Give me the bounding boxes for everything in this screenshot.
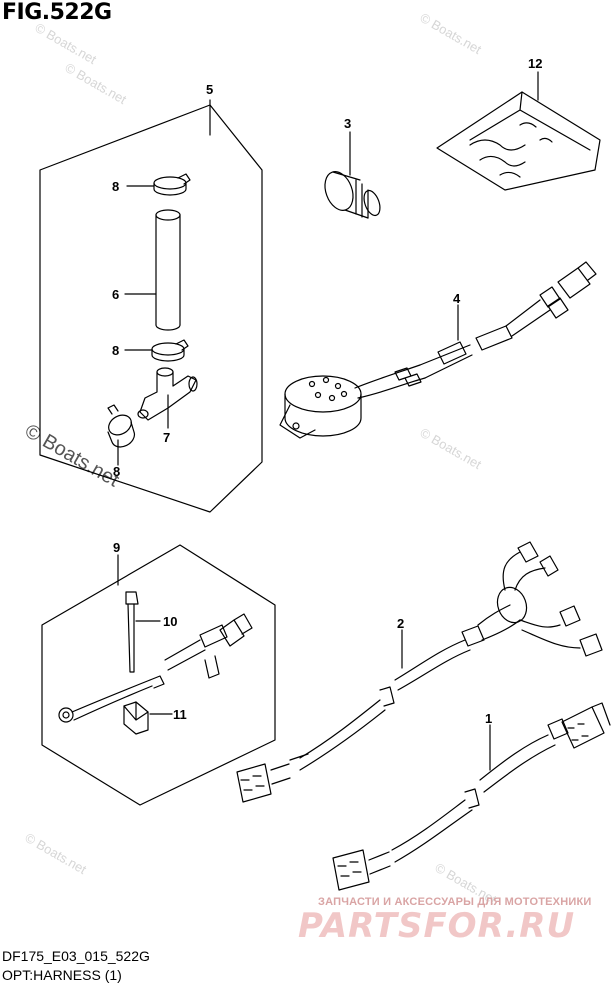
callout-12: 12 xyxy=(528,56,542,71)
bag-part-12 xyxy=(436,91,601,191)
callout-5: 5 xyxy=(206,82,213,97)
figure-title: FIG.522G xyxy=(2,0,112,25)
callout-4: 4 xyxy=(453,291,461,306)
ground-lead-part xyxy=(58,613,253,723)
callout-8-mid: 8 xyxy=(112,343,119,358)
callout-10: 10 xyxy=(163,614,177,629)
callout-7: 7 xyxy=(163,430,170,445)
callout-8-top: 8 xyxy=(112,179,119,194)
callout-9: 9 xyxy=(113,540,120,555)
callout-2: 2 xyxy=(397,616,404,631)
hose-clamp-part xyxy=(151,339,189,362)
harness-part-1 xyxy=(332,702,611,891)
callout-11: 11 xyxy=(173,707,187,722)
hose-clamp-part xyxy=(107,404,136,448)
kit-frame-5 xyxy=(39,104,263,513)
hose-part xyxy=(155,209,181,331)
main-harness-part-2 xyxy=(236,541,603,803)
brand-subtitle: ЗАПЧАСТИ И АКСЕССУАРЫ ДЛЯ МОТОТЕХНИКИ xyxy=(318,896,592,908)
hose-clamp-part xyxy=(153,173,191,196)
connector-part-3 xyxy=(324,171,381,219)
callout-3: 3 xyxy=(344,116,351,131)
buzzer-harness-part-4 xyxy=(279,261,597,439)
kit-frame-9 xyxy=(41,544,276,806)
callout-6: 6 xyxy=(112,287,119,302)
callout-8-bottom: 8 xyxy=(113,464,120,479)
figure-name: OPT:HARNESS (1) xyxy=(2,967,122,983)
model-code: DF175_E03_015_522G xyxy=(2,948,150,964)
callout-1: 1 xyxy=(485,711,492,726)
cable-tie-part-10 xyxy=(125,591,139,673)
brand-logo-text: PARTSFOR.RU xyxy=(298,906,576,946)
clip-part-11 xyxy=(123,701,149,735)
